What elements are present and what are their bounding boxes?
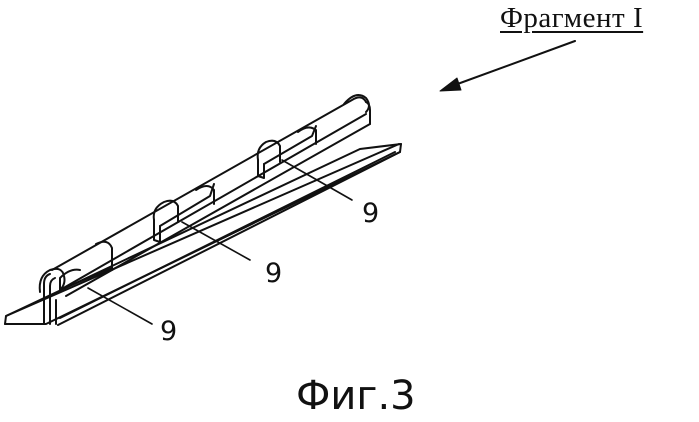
callout-label: 9 [265, 260, 282, 287]
fragment-arrow [440, 41, 575, 91]
figure-caption: Фиг.3 [296, 376, 416, 416]
fragment-title: Фрагмент I [500, 2, 643, 35]
knuckle-segment [60, 242, 112, 290]
callout-label: 9 [362, 200, 379, 227]
callout-label: 9 [160, 318, 177, 345]
knuckle-segment [154, 184, 214, 242]
hinge-rib [40, 95, 370, 324]
